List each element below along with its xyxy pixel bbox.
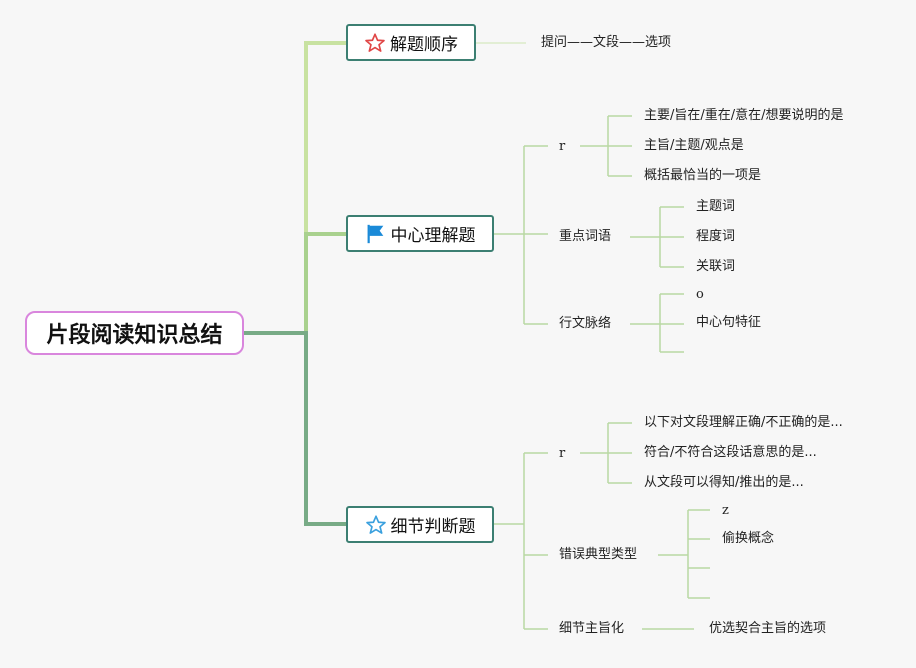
central-group2-item: 关联词 <box>696 259 736 274</box>
star-red-icon <box>364 32 386 54</box>
central-g1-lines <box>580 115 632 177</box>
central-trunk <box>494 146 525 324</box>
root-node[interactable]: 片段阅读知识总结 <box>25 311 244 355</box>
topic-order[interactable]: 解题顺序 <box>346 24 476 61</box>
central-group1-label: r <box>559 139 566 154</box>
central-group1-item: 主要/旨在/重在/意在/想要说明的是 <box>644 108 844 123</box>
detail-g2-lines <box>658 509 710 599</box>
central-g2-lines <box>630 206 684 268</box>
detail-group2-label: 错误典型类型 <box>559 547 638 562</box>
topic-detail[interactable]: 细节判断题 <box>346 506 494 543</box>
detail-group2-item: z <box>722 503 729 518</box>
detail-trunk <box>494 453 525 629</box>
central-group1-item: 概括最恰当的一项是 <box>644 168 762 183</box>
detail-group1-label: r <box>559 446 566 461</box>
central-group3-item: o <box>696 287 704 302</box>
flag-blue-icon <box>365 223 387 245</box>
detail-group-ticks <box>524 452 548 630</box>
central-group-ticks <box>524 145 548 325</box>
topic-central[interactable]: 中心理解题 <box>346 215 494 252</box>
detail-group1-item: 符合/不符合这段话意思的是... <box>644 445 817 460</box>
topic-order-label: 解题顺序 <box>390 35 458 55</box>
central-group2-item: 主题词 <box>696 199 736 214</box>
detail-group3-item: 优选契合主旨的选项 <box>709 621 827 636</box>
topic-central-label: 中心理解题 <box>390 226 476 246</box>
central-group1-item: 主旨/主题/观点是 <box>644 138 744 153</box>
central-g3-lines <box>630 293 684 353</box>
star-blue-icon <box>365 514 387 536</box>
central-group3-item: 中心句特征 <box>696 315 762 330</box>
order-sequence: 提问——文段——选项 <box>541 35 672 50</box>
root-label: 片段阅读知识总结 <box>46 323 223 348</box>
branch-central <box>244 232 346 335</box>
detail-group1-item: 从文段可以得知/推出的是... <box>644 475 804 490</box>
central-group2-item: 程度词 <box>696 229 736 244</box>
detail-group3-label: 细节主旨化 <box>559 621 625 636</box>
central-group2-label: 重点词语 <box>559 229 612 244</box>
detail-g1-lines <box>580 422 632 484</box>
branch-order <box>244 41 346 335</box>
central-group3-label: 行文脉络 <box>559 316 612 331</box>
detail-group1-item: 以下对文段理解正确/不正确的是... <box>644 415 843 430</box>
branch-detail <box>244 331 346 526</box>
topic-detail-label: 细节判断题 <box>390 517 476 537</box>
detail-group2-item: 偷换概念 <box>722 531 775 546</box>
